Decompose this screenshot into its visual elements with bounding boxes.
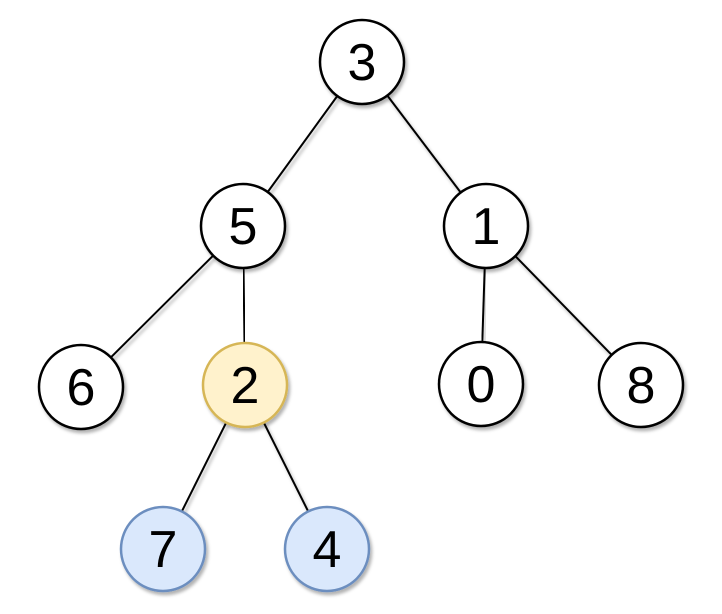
tree-node-circle-4 [283,505,371,593]
tree-edge-2-7 [180,422,228,512]
tree-node-label-1: 1 [472,198,501,256]
tree-node-label-6: 6 [67,359,96,417]
tree-edge-5-2 [242,267,246,344]
tree-edge-5-6 [110,254,214,359]
tree-node-2: 2 [201,341,289,429]
tree-node-circle-2 [201,341,289,429]
tree-node-circle-1 [442,182,530,270]
tree-node-label-2: 2 [231,357,260,415]
tree-node-8: 8 [597,341,685,429]
tree-node-circle-7 [119,505,207,593]
tree-edge-3-5 [266,95,339,193]
tree-node-label-8: 8 [627,357,656,415]
tree-node-label-3: 3 [348,34,377,92]
tree-edge-2-4 [262,422,310,512]
tree-node-circle-6 [37,343,125,431]
tree-node-label-0: 0 [467,356,496,414]
tree-edges-layer [110,94,613,512]
tree-node-7: 7 [119,505,207,593]
tree-node-4: 4 [283,505,371,593]
tree-node-circle-0 [437,340,525,428]
tree-node-5: 5 [199,182,287,270]
tree-node-circle-5 [199,182,287,270]
tree-node-6: 6 [37,343,125,431]
tree-nodes-layer: 3 5 1 6 2 0 8 7 4 [37,18,685,593]
tree-edge-1-8 [514,255,613,356]
tree-edge-1-0 [481,267,486,343]
tree-node-label-5: 5 [229,198,258,256]
tree-node-circle-8 [597,341,685,429]
tree-edge-3-1 [386,94,462,194]
tree-node-1: 1 [442,182,530,270]
tree-node-3: 3 [318,18,406,106]
tree-node-circle-3 [318,18,406,106]
tree-node-0: 0 [437,340,525,428]
tree-node-label-7: 7 [149,521,178,579]
tree-node-label-4: 4 [313,521,342,579]
